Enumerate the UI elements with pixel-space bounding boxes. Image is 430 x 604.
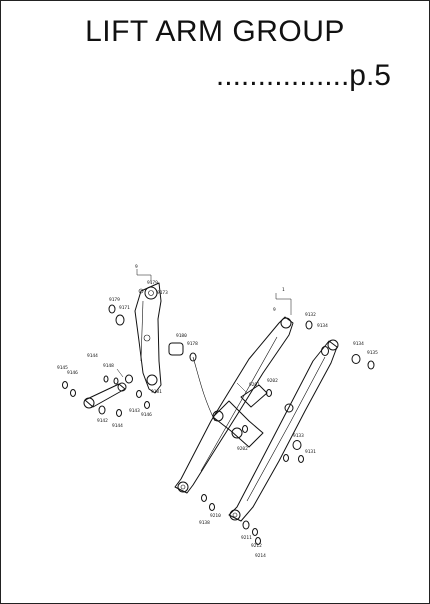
callout-label: 9179: [109, 297, 120, 303]
callout-label: 9134: [353, 341, 364, 347]
callout-label: 9135: [367, 350, 378, 356]
callout-label: 9: [135, 264, 138, 270]
callout-label: 9171: [119, 305, 130, 311]
callout-label: 9180: [176, 333, 187, 339]
callout-label: 9142: [97, 418, 108, 424]
callout-label: 9146: [141, 412, 152, 418]
callout-label: 9144: [112, 423, 123, 429]
callout-label: 9201: [249, 382, 260, 388]
page-title: LIFT ARM GROUP: [85, 15, 345, 48]
callout-label: 9143: [129, 408, 140, 414]
callout-label: 9145: [57, 365, 68, 371]
callout-label: 9211: [241, 535, 252, 541]
callout-label: 9134: [317, 323, 328, 329]
callout-label: 9179: [147, 280, 158, 286]
callout-label: 9178: [187, 341, 198, 347]
callout-label: 9132: [305, 312, 316, 318]
callout-label: 9133: [293, 433, 304, 439]
part-callouts: 9 9179 9179 9171 9180 9178 9173 9181 914…: [57, 264, 378, 559]
callout-label: 9210: [210, 513, 221, 519]
callout-label: 9138: [199, 520, 210, 526]
callout-label: 9212: [251, 543, 262, 549]
leader-lines: [116, 269, 292, 394]
callout-label: 9146: [67, 370, 78, 376]
callout-label: 9181: [151, 389, 162, 395]
tie-link: [62, 375, 150, 417]
pins-bushings-right: [201, 320, 375, 545]
callout-label: 9148: [103, 363, 114, 369]
callout-label: 9144: [87, 353, 98, 359]
cross-tube: [192, 356, 294, 448]
lift-arm-right: [228, 339, 339, 522]
callout-label: 9202: [267, 378, 278, 384]
callout-label: 9173: [157, 290, 168, 296]
callout-label: 9202: [237, 446, 248, 452]
callout-label: 9: [273, 307, 276, 313]
callout-label: 1: [282, 287, 285, 293]
callout-label: 9214: [255, 553, 266, 559]
pins-bushings-left: [108, 288, 197, 384]
bellcrank-link: [134, 282, 162, 394]
callout-label: 9131: [305, 449, 316, 455]
page-reference: ................p.5: [215, 59, 391, 92]
